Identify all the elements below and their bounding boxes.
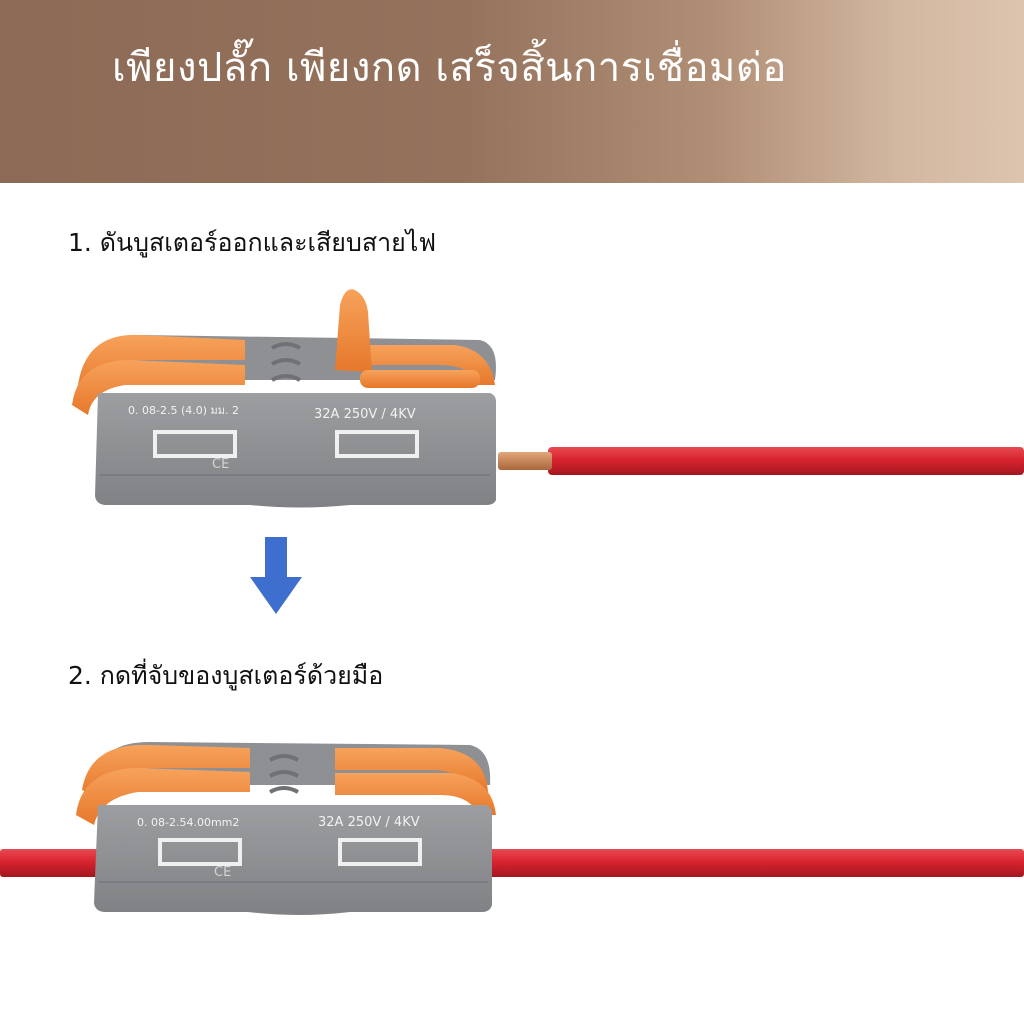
lever-right-front-2 xyxy=(335,773,496,815)
arrow-down-icon xyxy=(250,537,302,614)
ridge-marks-1 xyxy=(271,342,301,382)
step-2-label: 2. กดที่จับของบูสเตอร์ด้วยมือ xyxy=(68,661,384,690)
header-banner: เพียงปลั๊ก เพียงกด เสร็จสิ้นการเชื่อมต่อ xyxy=(0,0,1024,183)
connector-2: 0. 08-2.54.00mm2 32A 250V / 4KV CE xyxy=(0,742,1024,915)
step-1-label: 1. ดันบูสเตอร์ออกและเสียบสายไฟ xyxy=(68,228,437,257)
lever-right-back-2 xyxy=(335,748,488,792)
lever-right-back-1 xyxy=(360,345,495,385)
lever-left-front-2 xyxy=(76,768,250,825)
wire-slot-left-1 xyxy=(153,430,237,458)
lever-left-front-1 xyxy=(72,360,245,415)
lever-right-raised-1 xyxy=(335,289,372,372)
connector-1: 0. 08-2.5 (4.0) มม. 2 32A 250V / 4KV CE xyxy=(72,289,1024,508)
spec-right-1: 32A 250V / 4KV xyxy=(314,407,416,422)
ce-mark-1: CE xyxy=(212,457,229,472)
spec-right-2: 32A 250V / 4KV xyxy=(318,815,420,830)
copper-core-1 xyxy=(498,452,552,470)
spec-left-1: 0. 08-2.5 (4.0) มม. 2 xyxy=(128,404,239,417)
wire-slot-right-2 xyxy=(338,838,422,866)
lever-left-back-1 xyxy=(78,334,245,395)
wire-left-2 xyxy=(0,849,100,877)
ridge-marks-2 xyxy=(269,754,299,794)
ce-mark-2: CE xyxy=(214,865,231,880)
connector-body-1 xyxy=(95,393,496,508)
connector-body-2 xyxy=(94,805,492,915)
banner-title: เพียงปลั๊ก เพียงกด เสร็จสิ้นการเชื่อมต่อ xyxy=(112,45,787,91)
wire-slot-right-1 xyxy=(335,430,419,458)
wire-right-2 xyxy=(488,849,1024,877)
lever-right-front-1 xyxy=(360,370,480,388)
lever-left-back-2 xyxy=(82,744,250,798)
wire-right-1 xyxy=(548,447,1024,475)
spec-left-2: 0. 08-2.54.00mm2 xyxy=(137,816,239,829)
wire-slot-left-2 xyxy=(158,838,242,866)
